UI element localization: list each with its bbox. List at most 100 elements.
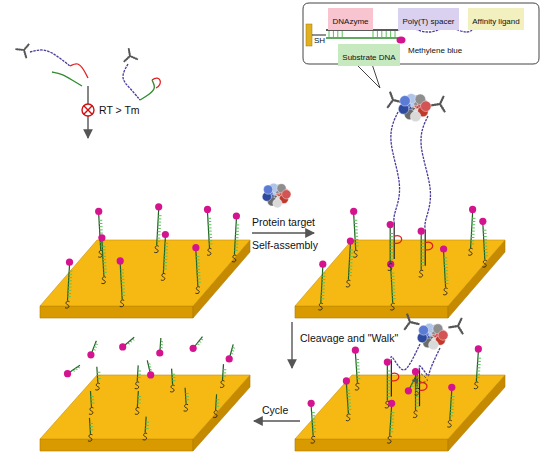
- base-pair: [484, 236, 487, 237]
- methylene-blue: [343, 377, 350, 384]
- base-pair: [387, 377, 390, 378]
- base-pair: [411, 386, 414, 387]
- poly-t-spacer: [421, 116, 430, 230]
- substrate-strand: [412, 368, 419, 417]
- base-pair: [93, 349, 96, 350]
- base-pair: [69, 274, 72, 275]
- substrate-strand: [440, 245, 449, 294]
- poly-t-spacer: [123, 64, 140, 100]
- methylene-blue: [440, 245, 447, 252]
- base-pair: [392, 298, 395, 299]
- methylene-blue: [418, 228, 425, 235]
- base-pair: [471, 240, 474, 241]
- ligand-rung: [458, 327, 460, 329]
- base-pair: [196, 259, 199, 260]
- ligand-rung: [27, 45, 28, 46]
- ligand-rung: [407, 315, 409, 317]
- base-pair: [357, 372, 360, 373]
- substrate-strand: [318, 261, 326, 310]
- base-pair: [121, 269, 124, 270]
- substrate-strand: [326, 37, 398, 38]
- thiol-symbol: [482, 260, 487, 267]
- thiol-link: [312, 35, 326, 36]
- base-pair: [421, 265, 424, 266]
- base-pair: [235, 250, 238, 251]
- base-pair: [164, 269, 167, 270]
- substrate-strand: [204, 206, 213, 255]
- ligand-rung: [17, 48, 19, 50]
- ligand-rung: [128, 49, 130, 50]
- base-pair: [483, 233, 486, 234]
- base-pair: [421, 240, 424, 241]
- base-pair: [472, 224, 475, 225]
- base-pair: [356, 365, 359, 366]
- probe-strand: [354, 214, 356, 250]
- base-pair: [356, 362, 359, 363]
- base-pair: [390, 246, 393, 247]
- dnazyme-strand: [419, 370, 420, 406]
- base-pair: [99, 220, 102, 221]
- thiol-symbol: [88, 434, 93, 441]
- ligand-rung: [19, 48, 21, 50]
- electrode-surface: [40, 375, 250, 439]
- thiol-symbol: [346, 414, 351, 421]
- walk-path: [413, 374, 428, 382]
- affinity-ligand: [448, 314, 469, 334]
- base-pair: [161, 341, 164, 342]
- base-pair: [478, 361, 481, 362]
- component-band: DNAzyme: [328, 8, 373, 30]
- base-pair: [329, 31, 330, 37]
- methylene-blue: [119, 343, 126, 350]
- fragment-strand: [195, 337, 202, 346]
- catalytic-loop: [70, 64, 88, 78]
- methylene-blue: [190, 345, 197, 352]
- electrode-surface: [40, 240, 250, 306]
- methylene-blue: [95, 208, 102, 215]
- base-pair: [137, 377, 140, 378]
- electrode-front: [295, 306, 448, 318]
- substrate-strand: [143, 417, 149, 440]
- base-pair: [122, 295, 125, 296]
- base-pair: [347, 393, 350, 394]
- base-pair: [165, 246, 168, 247]
- ligand-rung: [389, 103, 391, 105]
- ligand-rung: [394, 99, 396, 101]
- thiol-symbol: [468, 248, 473, 255]
- ligand-arm: [24, 44, 29, 50]
- base-pair: [90, 429, 93, 430]
- base-pair: [216, 406, 219, 407]
- probe-strand: [391, 267, 393, 303]
- band-label: DNAzyme: [332, 17, 368, 27]
- base-pair: [236, 228, 239, 229]
- base-pair: [349, 269, 352, 270]
- base-pair: [121, 273, 124, 274]
- base-pair: [197, 344, 200, 345]
- base-pair: [484, 243, 487, 244]
- base-pair: [392, 295, 395, 296]
- base-pair: [172, 377, 175, 378]
- cleaved-fragment: [405, 378, 417, 395]
- base-pair: [235, 237, 238, 238]
- ligand-arm: [385, 100, 394, 108]
- base-pair: [77, 367, 80, 368]
- base-pair: [216, 403, 219, 404]
- ligand-arm: [402, 322, 411, 330]
- base-pair: [157, 241, 160, 242]
- substrate-strand: [161, 231, 169, 280]
- base-pair: [103, 259, 106, 260]
- substrate-strand: [387, 261, 396, 310]
- base-pair: [391, 422, 394, 423]
- annotation-label: Methylene blue: [408, 46, 462, 56]
- substrate-strand: [308, 400, 317, 443]
- base-pair: [322, 282, 325, 283]
- ligand-rung: [452, 326, 454, 328]
- substrate-strand: [350, 208, 359, 257]
- dnazyme-walker: [419, 348, 440, 406]
- base-pair: [483, 230, 486, 231]
- base-pair: [312, 425, 315, 426]
- thiol-symbol: [355, 383, 360, 390]
- base-pair: [357, 375, 360, 376]
- base-pair: [390, 233, 393, 234]
- affinity-ligand: [382, 89, 402, 108]
- dnazyme-strand: [391, 361, 392, 397]
